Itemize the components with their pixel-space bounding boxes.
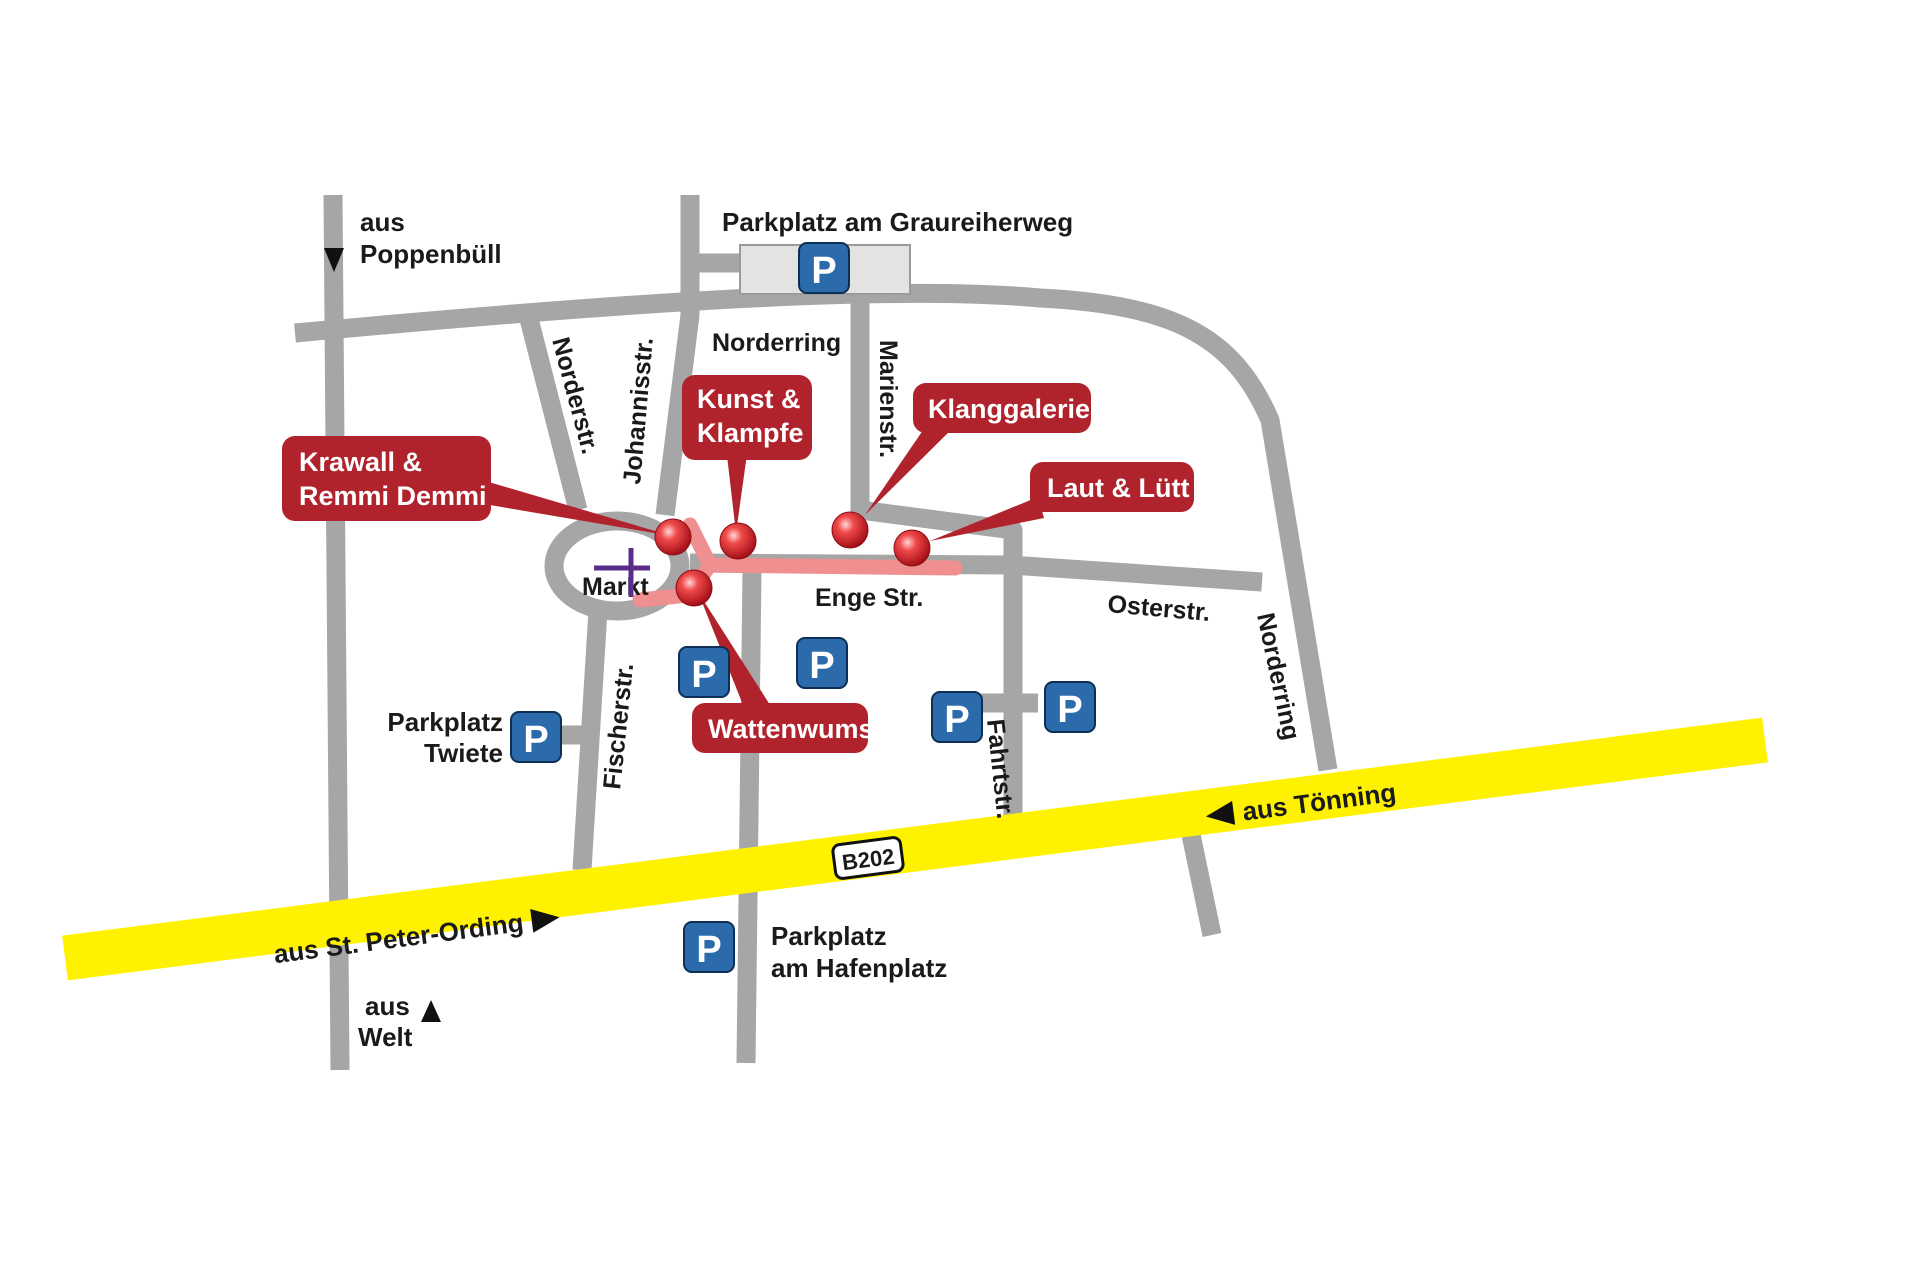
label-marienstr: Marienstr. <box>874 340 902 458</box>
pointer-kunst <box>726 447 748 533</box>
parking-symbol: P <box>944 699 969 741</box>
b202-badge: B202 <box>831 836 905 880</box>
parking-enge-str[interactable]: P <box>796 637 848 689</box>
venue-dot-laut[interactable] <box>893 529 931 567</box>
venue-dot-krawall[interactable] <box>654 518 692 556</box>
road-norderring <box>294 283 1338 772</box>
venue-krawall-line2: Remmi Demmi <box>299 481 487 511</box>
parking-fahrtstr-west[interactable]: P <box>931 691 983 743</box>
church-cross-icon <box>594 548 650 597</box>
venue-krawall-remmi-demmi[interactable]: Krawall & Remmi Demmi <box>282 436 491 521</box>
parking-twiete-line1: Parkplatz <box>387 707 503 737</box>
venue-klanggalerie-label: Klanggalerie <box>928 394 1090 424</box>
south-dir-line1: aus <box>365 991 410 1021</box>
venue-laut-label: Laut & Lütt <box>1047 473 1189 503</box>
label-markt: Markt <box>582 573 649 601</box>
south-arrow-icon <box>324 248 344 272</box>
label-fischerstr: Fischerstr. <box>598 662 639 791</box>
venue-dot-wattenwums[interactable] <box>675 569 713 607</box>
pointer-wattenwums <box>698 592 772 710</box>
east-arrow-icon <box>530 908 560 933</box>
parking-hafenplatz[interactable]: P <box>683 921 735 973</box>
parking-twiete-line2: Twiete <box>424 738 503 768</box>
highway-b202 <box>62 717 1768 981</box>
pointer-krawall <box>482 480 672 536</box>
label-johannisstr: Johannisstr. <box>618 336 659 485</box>
parking-symbol: P <box>811 250 836 292</box>
parking-symbol: P <box>809 645 834 687</box>
parking-twiete[interactable]: P <box>510 711 562 763</box>
parking-symbol: P <box>691 654 716 696</box>
road-norderstr <box>518 312 588 513</box>
road-marienstr <box>850 300 1023 815</box>
venue-laut-luett[interactable]: Laut & Lütt <box>1030 462 1194 512</box>
pointer-klanggalerie <box>865 420 956 515</box>
label-enge-str: Enge Str. <box>815 584 923 612</box>
label-norderring: Norderring <box>712 329 841 357</box>
label-osterstr: Osterstr. <box>1106 590 1211 627</box>
parking-symbol: P <box>696 929 721 971</box>
venue-krawall-line1: Krawall & <box>299 447 422 477</box>
north-dir-line2: Poppenbüll <box>360 239 502 269</box>
road-norderring-south <box>1180 828 1222 937</box>
venue-dot-kunst[interactable] <box>719 522 757 560</box>
parking-hafenplatz-line2: am Hafenplatz <box>771 953 947 983</box>
pointer-laut <box>930 497 1044 541</box>
road-johannisstr <box>655 195 700 517</box>
venue-kunst-line1: Kunst & <box>697 384 801 414</box>
parking-symbol: P <box>1057 689 1082 731</box>
venue-kunst-line2: Klampfe <box>697 418 804 448</box>
venue-kunst-klampfe[interactable]: Kunst & Klampfe <box>682 375 812 460</box>
parking-symbol: P <box>523 719 548 761</box>
road-hafen <box>736 569 762 1064</box>
venue-dot-klanggalerie[interactable] <box>831 511 869 549</box>
north-dir-line1: aus <box>360 207 405 237</box>
venue-wattenwums[interactable]: Wattenwums <box>692 703 874 753</box>
south-dir-line2: Welt <box>358 1022 413 1052</box>
north-arrow-icon <box>421 1000 441 1022</box>
parking-hafenplatz-line1: Parkplatz <box>771 921 887 951</box>
west-arrow-icon <box>1205 801 1236 825</box>
parking-markt-west[interactable]: P <box>678 646 730 698</box>
venue-klanggalerie[interactable]: Klanggalerie <box>913 383 1091 433</box>
parking-graureiherweg[interactable]: P <box>739 242 911 295</box>
parking-graureiherweg-label: Parkplatz am Graureiherweg <box>722 207 1073 237</box>
venue-wattenwums-label: Wattenwums <box>708 714 874 744</box>
parking-fahrtstr-east[interactable]: P <box>1044 681 1096 733</box>
